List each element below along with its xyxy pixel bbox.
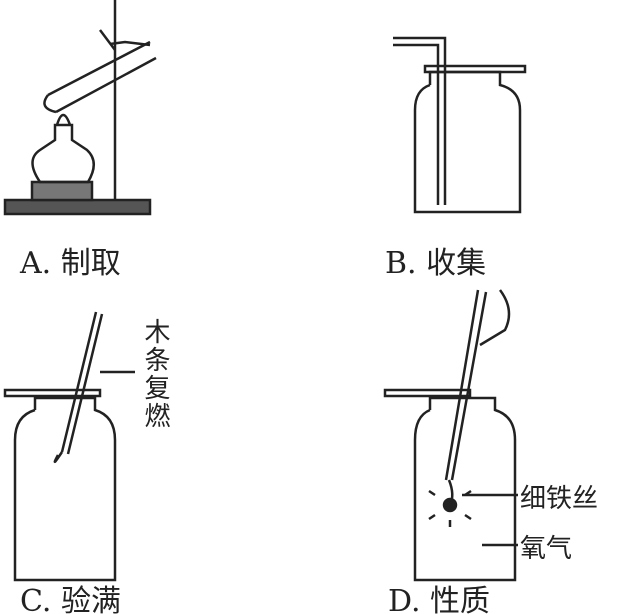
stick-tip: [53, 451, 64, 463]
glass-plate-d: [383, 388, 472, 398]
gas-bottle-c: [13, 396, 117, 582]
burning-spark: [442, 497, 458, 513]
label-oxygen: 氧气: [520, 534, 573, 564]
panel-a-apparatus: [3, 0, 157, 216]
annotation-stick-relight: 木条复燃: [140, 318, 170, 430]
wood-block: [30, 180, 94, 202]
test-tube: [43, 40, 157, 114]
glass-plate-b: [423, 64, 527, 74]
crucible-tongs: [444, 289, 488, 481]
spark-rays: [428, 489, 472, 527]
panel-d-apparatus: [383, 289, 518, 582]
caption-d: D. 性质: [388, 584, 491, 614]
glass-plate-c: [3, 388, 102, 398]
caption-b: B. 收集: [385, 246, 487, 281]
delivery-tube: [393, 36, 447, 205]
label-iron-wire: 细铁丝: [520, 484, 599, 514]
clamp: [99, 29, 151, 51]
alcohol-lamp: [31, 123, 95, 184]
iron-stand-base: [3, 198, 152, 216]
hand: [479, 289, 511, 347]
panel-c-apparatus: [3, 311, 135, 582]
panel-b-apparatus: [393, 36, 527, 214]
caption-a: A. 制取: [20, 246, 121, 281]
caption-c: C. 验满: [20, 584, 121, 614]
gas-bottle-d: [413, 396, 517, 582]
lamp-flame: [55, 113, 72, 126]
gas-bottle-b: [413, 70, 522, 214]
wooden-stick: [60, 311, 104, 455]
